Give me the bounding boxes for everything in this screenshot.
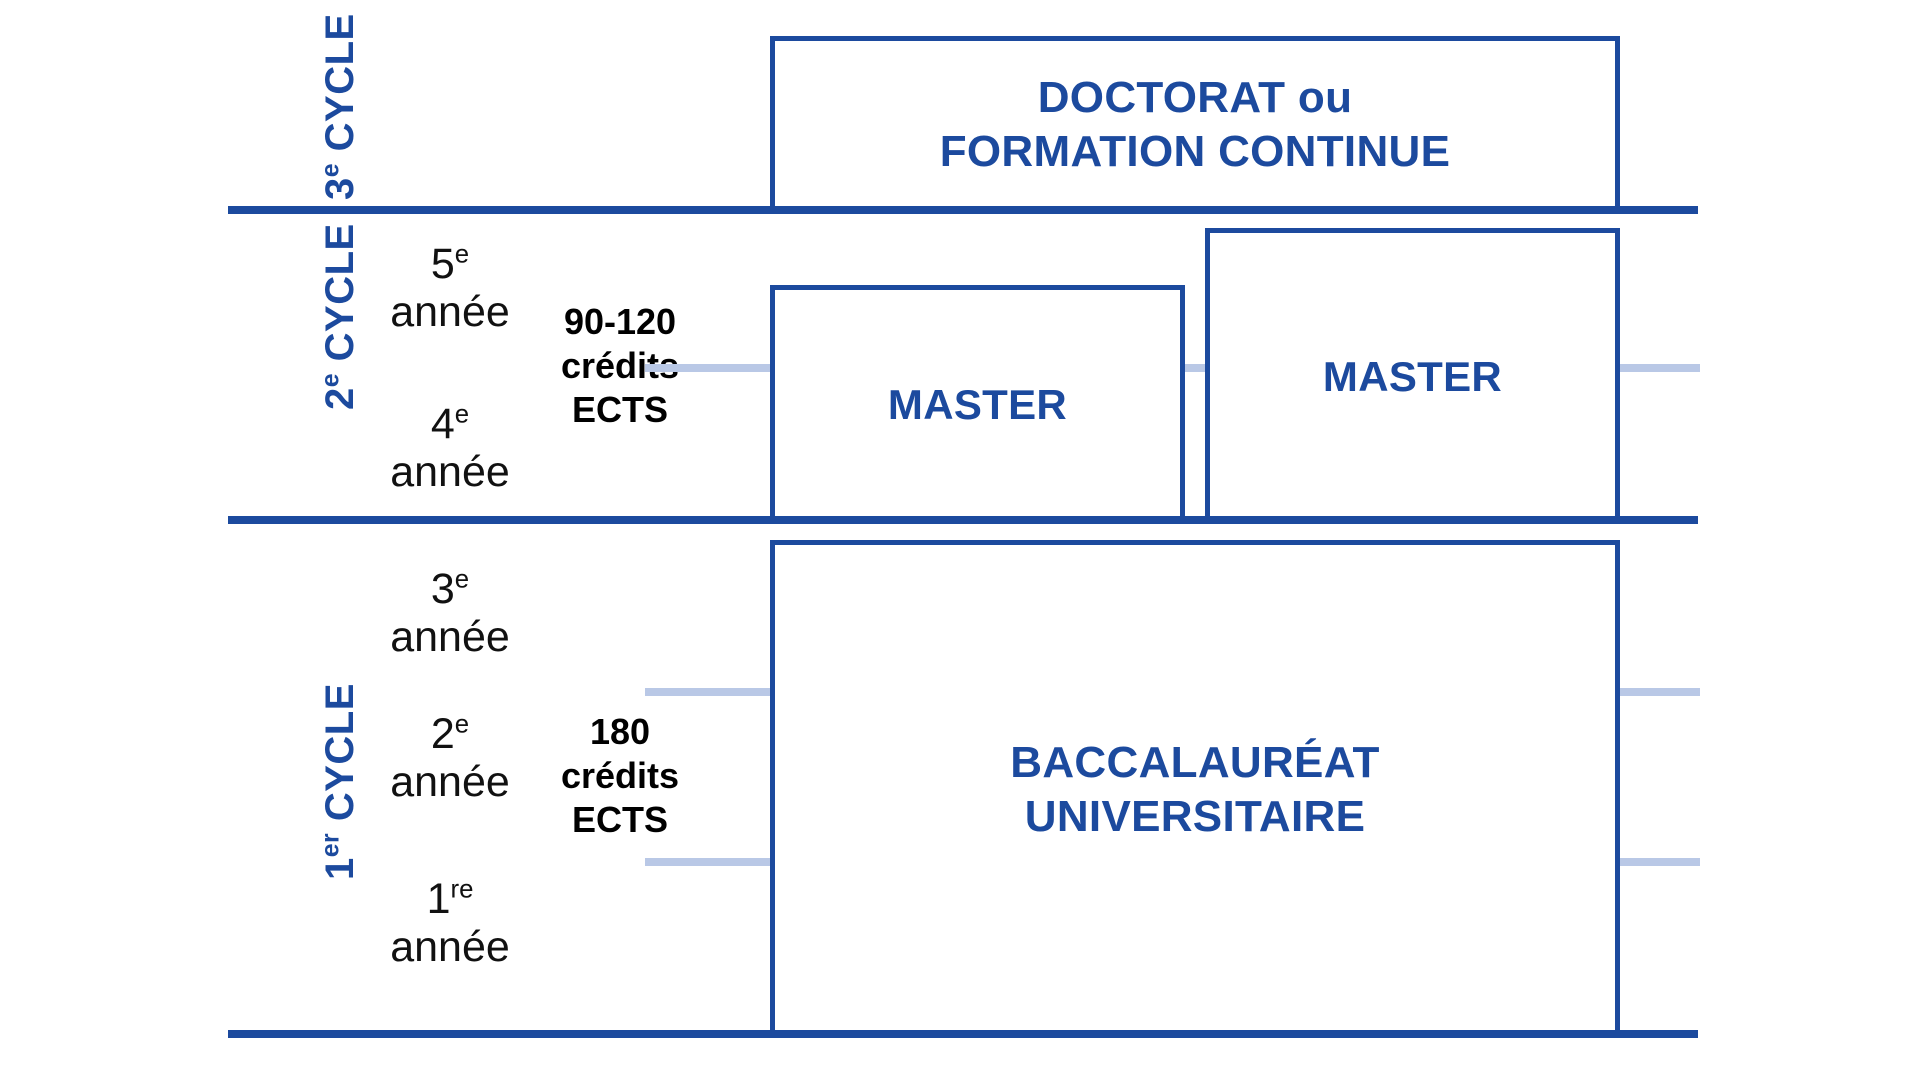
credits-master-line1: 90-120 <box>563 301 677 342</box>
year-4e-word: année <box>390 448 510 497</box>
year-2e-word: année <box>390 758 510 807</box>
year-1re-word: année <box>390 923 510 972</box>
cycle-3e-word: CYCLE <box>318 13 362 152</box>
box-doctorat-label: DOCTORAT ou FORMATION CONTINUE <box>940 71 1451 178</box>
year-label-4e: 4e année <box>355 400 545 496</box>
year-5e-ordinal: e <box>454 240 470 269</box>
year-4e-ordinal: e <box>454 400 470 429</box>
year-2e-number: 2 <box>430 710 455 758</box>
box-master-left-label: MASTER <box>887 381 1068 429</box>
connector-master-left-right <box>1180 364 1215 372</box>
box-master-right-label: MASTER <box>1322 352 1503 400</box>
box-master-right[interactable]: MASTER <box>1205 228 1620 520</box>
box-baccalaureat[interactable]: BACCALAURÉAT UNIVERSITAIRE <box>770 540 1620 1035</box>
cycle-1er-ordinal: er <box>317 832 345 858</box>
cycle-3e-number: 3 <box>318 177 362 200</box>
year-2e-ordinal: e <box>454 710 470 739</box>
connector-bachelor-right-upper <box>1615 688 1700 696</box>
year-5e-word: année <box>390 288 510 337</box>
connector-credits-master-left <box>645 364 780 372</box>
year-label-3e: 3e année <box>355 565 545 661</box>
box-doctorat-line2: FORMATION CONTINUE <box>939 126 1451 176</box>
cycle-label-3e: 3e CYCLE <box>318 13 363 200</box>
credits-bachelor-line3: ECTS <box>571 798 668 840</box>
year-4e-number: 4 <box>430 400 455 448</box>
box-doctorat-line1: DOCTORAT ou <box>1037 72 1353 122</box>
cycle-divider-3-2 <box>228 206 1698 214</box>
cycle-2e-ordinal: e <box>317 372 345 388</box>
box-master-left[interactable]: MASTER <box>770 285 1185 520</box>
year-3e-word: année <box>390 613 510 662</box>
cycle-3e-ordinal: e <box>317 162 345 178</box>
year-3e-number: 3 <box>430 565 455 613</box>
baseline-bottom <box>228 1030 1698 1038</box>
year-5e-number: 5 <box>430 240 455 288</box>
connector-bachelor-left-upper <box>645 688 780 696</box>
credits-bachelor: 180 crédits ECTS <box>520 710 720 842</box>
box-doctorat[interactable]: DOCTORAT ou FORMATION CONTINUE <box>770 36 1620 208</box>
credits-bachelor-line1: 180 <box>589 711 651 752</box>
year-1re-number: 1 <box>426 875 451 923</box>
connector-master-right-out <box>1615 364 1700 372</box>
connector-bachelor-left-lower <box>645 858 780 866</box>
year-1re-ordinal: re <box>450 875 474 904</box>
year-label-2e: 2e année <box>355 710 545 806</box>
cycle-divider-2-1 <box>228 516 1698 524</box>
year-label-5e: 5e année <box>355 240 545 336</box>
box-baccalaureat-label: BACCALAURÉAT UNIVERSITAIRE <box>1010 736 1379 843</box>
connector-bachelor-right-lower <box>1615 858 1700 866</box>
year-label-1re: 1re année <box>355 875 545 971</box>
year-3e-ordinal: e <box>454 565 470 594</box>
credits-master-line3: ECTS <box>571 388 668 430</box>
box-baccalaureat-line1: BACCALAURÉAT <box>1010 738 1380 788</box>
credits-bachelor-line2: crédits <box>560 754 680 796</box>
box-baccalaureat-line2: UNIVERSITAIRE <box>1024 792 1366 841</box>
